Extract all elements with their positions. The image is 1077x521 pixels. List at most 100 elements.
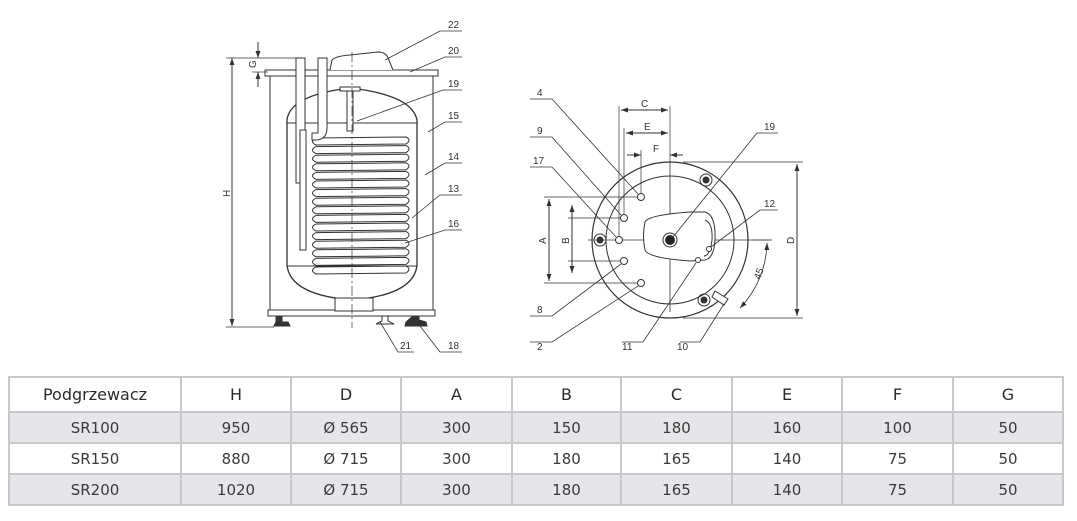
- top-leaders: [530, 98, 778, 343]
- part-label-22: 22: [448, 20, 460, 31]
- coil-turn: [312, 153, 410, 163]
- port-11: [695, 257, 701, 263]
- top-view: [530, 98, 803, 343]
- bottom-support: [334, 297, 374, 312]
- column-header-model: Podgrzewacz: [8, 376, 182, 413]
- value-cell: 160: [731, 411, 843, 444]
- value-cell: 180: [511, 473, 622, 506]
- coil-turn: [312, 136, 410, 146]
- coil-turn: [312, 222, 410, 232]
- column-header-g: G: [952, 376, 1064, 413]
- value-cell: 50: [952, 473, 1064, 506]
- value-cell: 75: [841, 473, 954, 506]
- part-label-19: 19: [764, 122, 776, 133]
- coil-turn: [312, 188, 410, 198]
- angle-45-label: 45: [752, 266, 766, 281]
- angle-45-arc: [739, 242, 770, 309]
- side-view-labels: 22 20 19 15 14 13 16 21 18 H G: [222, 20, 460, 352]
- dimension-d-label: D: [786, 237, 797, 244]
- coil-turn: [312, 248, 410, 258]
- part-label-19: 19: [448, 79, 460, 90]
- part-label-2: 2: [537, 342, 543, 353]
- dimension-f-label: F: [653, 144, 659, 155]
- value-cell: 950: [180, 411, 292, 444]
- part-label-11: 11: [622, 342, 633, 353]
- part-label-16: 16: [448, 219, 460, 230]
- dimension-b-label: B: [561, 237, 572, 244]
- ports: [615, 193, 712, 287]
- port-9: [620, 214, 628, 222]
- coil-turn: [312, 213, 410, 223]
- port-2: [637, 279, 645, 287]
- port-12: [706, 246, 712, 252]
- column-header-h: H: [180, 376, 292, 413]
- anode-flange: [339, 86, 361, 92]
- coil-turn: [312, 205, 410, 215]
- value-cell: 165: [620, 442, 733, 475]
- value-cell: 140: [731, 442, 843, 475]
- part-label-17: 17: [533, 156, 545, 167]
- part-label-9: 9: [537, 126, 543, 137]
- value-cell: 50: [952, 442, 1064, 475]
- technical-drawing: 22 20 19 15 14 13 16 21 18 H G: [222, 20, 803, 353]
- coil-turn: [312, 265, 410, 275]
- column-header-e: E: [731, 376, 843, 413]
- dimension-h-label: H: [222, 190, 233, 197]
- sensor-tube: [299, 129, 307, 251]
- part-label-4: 4: [537, 88, 543, 99]
- port-17: [615, 236, 623, 244]
- part-label-12: 12: [764, 199, 776, 210]
- model-cell: SR200: [8, 473, 182, 506]
- part-label-15: 15: [448, 111, 460, 122]
- adjustable-feet: [273, 315, 428, 327]
- model-cell: SR100: [8, 411, 182, 444]
- part-label-21: 21: [400, 341, 412, 352]
- value-cell: 75: [841, 442, 954, 475]
- side-view: [226, 30, 462, 353]
- value-cell: 880: [180, 442, 292, 475]
- mounting-feet: [593, 173, 713, 307]
- value-cell: 165: [620, 473, 733, 506]
- coil-turn: [312, 179, 410, 189]
- part-label-10: 10: [677, 342, 689, 353]
- coil-turn: [312, 256, 410, 266]
- value-cell: Ø 715: [290, 442, 402, 475]
- port-8: [620, 257, 628, 265]
- handle-recess: [703, 219, 713, 257]
- coil-turn: [312, 170, 410, 180]
- top-handle: [329, 51, 394, 71]
- coil-turn: [312, 196, 410, 206]
- coil-turn: [312, 145, 410, 155]
- column-header-a: A: [400, 376, 513, 413]
- pipe-coil-inlet: [311, 57, 328, 141]
- value-cell: 1020: [180, 473, 292, 506]
- model-cell: SR150: [8, 442, 182, 475]
- port-4: [637, 193, 645, 201]
- value-cell: 300: [400, 473, 513, 506]
- column-header-b: B: [511, 376, 622, 413]
- coil-turn: [312, 162, 410, 172]
- anode-rod: [346, 90, 354, 132]
- value-cell: 180: [620, 411, 733, 444]
- part-label-8: 8: [537, 305, 543, 316]
- part-label-20: 20: [448, 46, 460, 57]
- value-cell: 140: [731, 473, 843, 506]
- dimension-c-label: C: [641, 99, 648, 110]
- heating-coil: [312, 136, 410, 275]
- column-header-c: C: [620, 376, 733, 413]
- part-label-18: 18: [448, 341, 460, 352]
- dimension-a-label: A: [538, 237, 549, 244]
- side-leaders: [356, 30, 462, 353]
- value-cell: 150: [511, 411, 622, 444]
- column-header-f: F: [841, 376, 954, 413]
- value-cell: Ø 565: [290, 411, 402, 444]
- part-label-13: 13: [448, 184, 460, 195]
- value-cell: 300: [400, 411, 513, 444]
- top-view-labels: 4 9 17 8 2 19 12 11 10 C E F A B D 45: [533, 88, 797, 353]
- value-cell: 100: [841, 411, 954, 444]
